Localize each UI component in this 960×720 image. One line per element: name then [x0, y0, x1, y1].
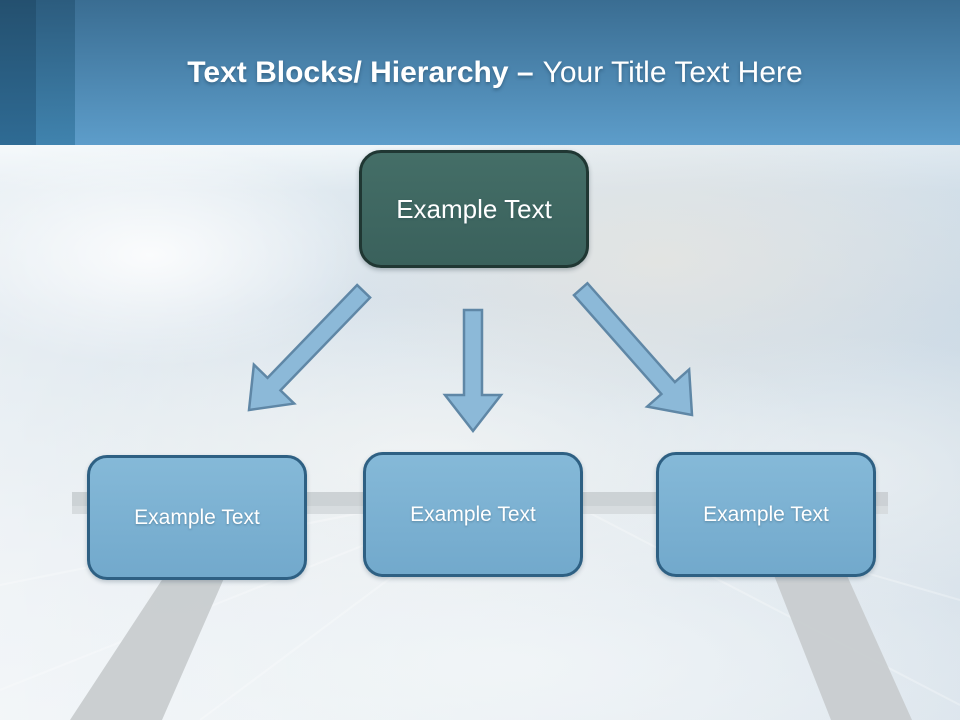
header-accent-strip-dark: [0, 0, 36, 145]
slide-title[interactable]: Text Blocks/ Hierarchy –Your Title Text …: [0, 0, 960, 145]
root-box[interactable]: Example Text: [359, 150, 589, 268]
child-box-center-label: Example Text: [410, 502, 536, 526]
header-accent-strip-medium: [36, 0, 75, 145]
child-box-left-label: Example Text: [134, 505, 260, 529]
background-pillar-left: [70, 560, 232, 720]
child-box-center[interactable]: Example Text: [363, 452, 583, 577]
root-box-label: Example Text: [396, 193, 552, 224]
background-pillar-right: [768, 560, 912, 720]
child-box-left[interactable]: Example Text: [87, 455, 307, 580]
arrow-down-icon[interactable]: [442, 308, 504, 434]
slide-title-primary: Text Blocks/ Hierarchy –: [187, 55, 534, 89]
arrow-down-left-icon[interactable]: [229, 272, 384, 430]
arrow-down-right-icon[interactable]: [560, 271, 713, 434]
child-box-right-label: Example Text: [703, 502, 829, 526]
slide-header: Text Blocks/ Hierarchy –Your Title Text …: [0, 0, 960, 145]
slide-title-secondary: Your Title Text Here: [542, 55, 803, 89]
child-box-right[interactable]: Example Text: [656, 452, 876, 577]
